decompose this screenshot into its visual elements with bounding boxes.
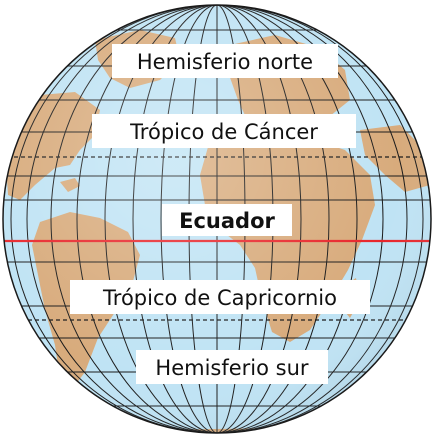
label-equator: Ecuador xyxy=(179,209,275,233)
label-northern-hemisphere: Hemisferio norte xyxy=(137,50,313,74)
globe-outline xyxy=(2,4,432,434)
label-tropic-of-capricorn: Trópico de Capricornio xyxy=(102,286,337,310)
label-bg-south xyxy=(136,350,328,384)
label-tropic-of-cancer: Trópico de Cáncer xyxy=(129,120,318,144)
label-bg-north xyxy=(112,44,338,78)
label-bg-equator xyxy=(162,204,292,236)
label-bg-cancer xyxy=(92,114,356,148)
label-southern-hemisphere: Hemisferio sur xyxy=(155,356,308,380)
label-bg-capricorn xyxy=(70,280,370,314)
